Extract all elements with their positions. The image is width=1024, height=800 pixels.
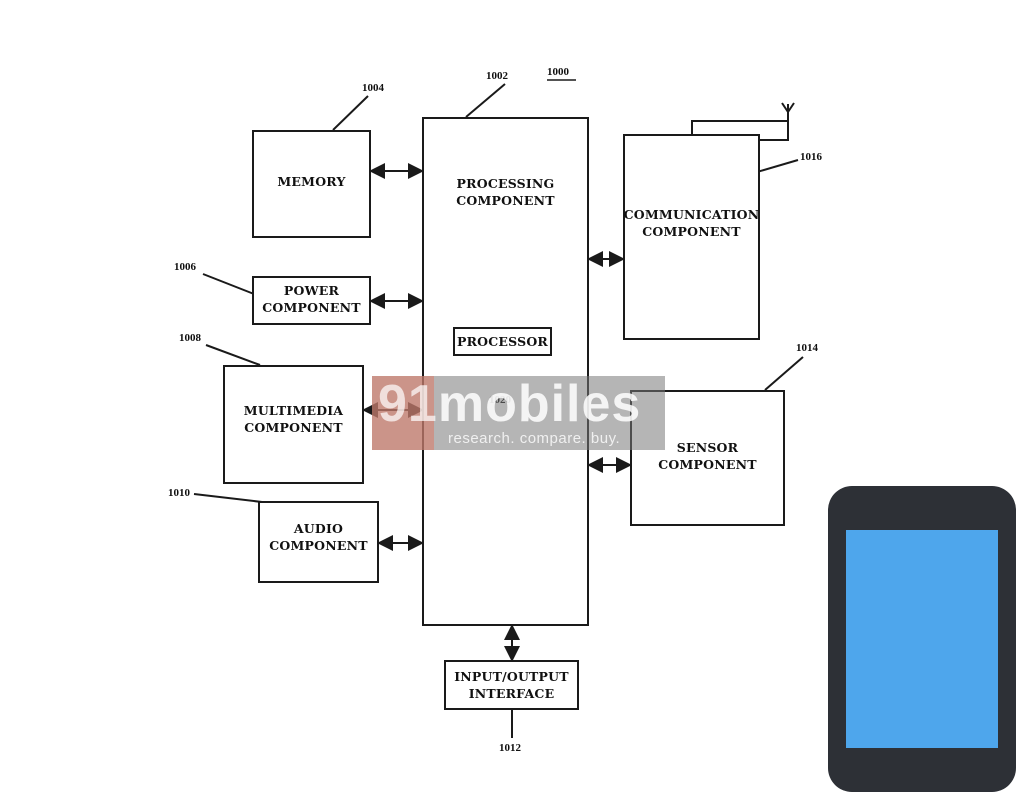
multimedia-label-line1: MULTIMEDIA: [243, 403, 344, 418]
processing-label-line1: PROCESSING: [456, 176, 555, 191]
leader-1014: [764, 356, 804, 391]
leader-1006: [202, 273, 255, 295]
audio-ref: 1010: [168, 487, 190, 499]
io-label-line2: INTERFACE: [468, 686, 555, 701]
figure-ref: 1000: [547, 66, 569, 78]
audio-component-box: [258, 501, 379, 583]
antenna-icon: [781, 102, 795, 114]
communication-label-line1: COMMUNICATION: [623, 207, 760, 222]
power-label-line2: COMPONENT: [262, 300, 361, 315]
communication-component-box: [623, 134, 760, 340]
phone-screen: [846, 530, 998, 748]
sensor-ref: 1014: [796, 342, 818, 354]
io-label-line1: INPUT/OUTPUT: [454, 669, 569, 684]
memory-box: [252, 130, 371, 238]
leader-1016: [756, 159, 799, 173]
processing-ref: 1002: [486, 70, 508, 82]
power-component-box: [252, 276, 371, 325]
watermark-tagline: research. compare. buy.: [448, 430, 621, 447]
processing-label-line2: COMPONENT: [456, 193, 555, 208]
io-ref: 1012: [499, 742, 521, 754]
multimedia-ref: 1008: [179, 332, 201, 344]
power-ref: 1006: [174, 261, 196, 273]
multimedia-component-box: [223, 365, 364, 484]
leader-1008: [205, 344, 261, 366]
watermark-logo: [372, 376, 434, 450]
watermark-brand-text: mobiles: [437, 375, 642, 433]
multimedia-label-line2: COMPONENT: [244, 420, 343, 435]
io-interface-box: [444, 660, 579, 710]
sensor-label-line1: SENSOR: [676, 440, 739, 455]
memory-label: MEMORY: [277, 174, 346, 189]
audio-label-line2: COMPONENT: [269, 538, 368, 553]
leader-1004: [332, 95, 369, 131]
audio-label-line1: AUDIO: [293, 521, 344, 536]
sensor-label-line2: COMPONENT: [658, 457, 757, 472]
processor-label: PROCESSOR: [456, 334, 548, 349]
communication-ref: 1016: [800, 151, 822, 163]
leader-1010: [193, 493, 263, 503]
watermark-prefix: 91: [378, 375, 438, 433]
leader-1002: [465, 83, 506, 118]
processing-component-box: [422, 117, 589, 626]
processor-box: [453, 327, 552, 356]
communication-label-line2: COMPONENT: [642, 224, 741, 239]
watermark-brand: 91mobiles: [378, 374, 641, 434]
power-label-line1: POWER: [283, 283, 340, 298]
memory-ref: 1004: [362, 82, 384, 94]
